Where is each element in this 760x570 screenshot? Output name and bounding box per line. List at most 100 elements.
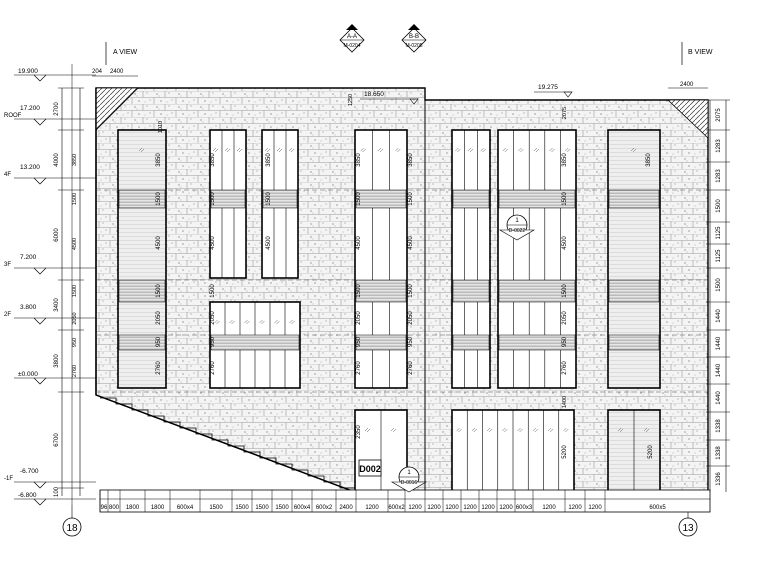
window-9 (451, 409, 575, 493)
window-dim-0-6: 2760 (156, 361, 162, 375)
callout-2-ref: D-0016 (401, 480, 418, 486)
window-dim-4-2: 4500 (408, 236, 414, 250)
level-value-4: 3.800 (20, 304, 37, 311)
window-dim-0-3: 1500 (156, 284, 162, 298)
window-dim-2-1: 1500 (266, 192, 272, 206)
bottom-dim-9: 600x4 (294, 505, 311, 511)
left-dim-5: 6700 (54, 433, 60, 447)
window-dim-1-0: 3850 (210, 153, 216, 167)
window-dim-2075: 2075 (562, 107, 568, 119)
bottom-dim-10: 600x2 (316, 505, 333, 511)
window-dim-1-2: 4500 (210, 236, 216, 250)
grid-label-left: 18 (66, 523, 78, 534)
top-dim-1: 2400 (110, 69, 124, 75)
window-dim-1-5: 950 (210, 336, 216, 347)
left-inner-dim-6: 2760 (72, 365, 78, 377)
window-dim-4-3: 1500 (408, 284, 414, 298)
window-dim-2350: 2350 (356, 425, 362, 439)
window-dim-5-4: 2050 (562, 311, 568, 325)
window-dim-1250: 1250 (348, 94, 354, 106)
window-dim-5-6: 2760 (562, 361, 568, 375)
bottom-dim-3: 1800 (151, 505, 165, 511)
level-label-6: -1F (4, 476, 13, 482)
window-dim-5200-a: 5200 (562, 445, 568, 459)
window-2 (261, 129, 299, 279)
window-dim-5-0: 3850 (562, 153, 568, 167)
window-8 (354, 409, 408, 493)
bottom-dim-0: 96 (101, 505, 108, 511)
window-dim-1-1: 1500 (210, 192, 216, 206)
bottom-dim-15: 1200 (427, 505, 441, 511)
window-dim-3-6: 2760 (356, 361, 362, 375)
bottom-dim-23: 1200 (588, 505, 602, 511)
bottom-dim-12: 1200 (365, 505, 379, 511)
level-marker-5: ±0.000 (14, 371, 96, 385)
bottom-dim-7: 1500 (255, 505, 269, 511)
bottom-dim-8: 1500 (275, 505, 289, 511)
section-aa-bottom: M-0204 (344, 43, 361, 49)
level-value-3: 7.200 (20, 254, 37, 261)
left-dim-3: 3400 (54, 298, 60, 312)
window-5 (451, 129, 491, 389)
right-dim-7: 1440 (716, 309, 722, 323)
bottom-dim-13: 600x2 (388, 505, 405, 511)
door-tag[interactable]: D002 (358, 459, 382, 477)
right-dim-8: 1440 (716, 336, 722, 350)
section-aa-top: A-A (347, 34, 357, 40)
grid-bubble-left[interactable]: 18 (62, 505, 82, 537)
detail-callout-2[interactable]: 1 D-0016 (390, 466, 428, 493)
bottom-dim-18: 1200 (481, 505, 495, 511)
left-inner-dim-5: 950 (72, 338, 78, 347)
bottom-dim-20: 600x3 (516, 505, 533, 511)
bottom-dim-24: 600x5 (649, 505, 666, 511)
window-0 (117, 129, 167, 389)
window-dim-3-0: 3850 (356, 153, 362, 167)
left-dim-2: 6000 (54, 228, 60, 242)
level-value-0: 19.900 (18, 68, 38, 75)
right-dim-0: 2075 (716, 108, 722, 122)
window-dim-1-4: 2050 (210, 311, 216, 325)
spot-level-1: 19.275 (538, 84, 558, 91)
bottom-dim-19: 1200 (499, 505, 513, 511)
right-dim-11: 1338 (716, 419, 722, 433)
section-marker-aa[interactable]: A-A M-0204 (339, 24, 365, 53)
grid-bubble-right[interactable]: 13 (678, 512, 698, 537)
left-dim-6: 100 (54, 486, 60, 497)
right-dim-10: 1440 (716, 391, 722, 405)
left-inner-dim-4: 2050 (72, 312, 78, 324)
window-3 (209, 301, 301, 389)
window-1 (209, 129, 247, 279)
section-marker-bb[interactable]: B-B M-0205 (401, 24, 427, 53)
a-view-label: A VIEW (113, 49, 138, 56)
window-10 (607, 409, 661, 493)
bottom-dim-21: 1200 (542, 505, 556, 511)
window-dim-2-2: 4500 (266, 236, 272, 250)
window-dim-3-2: 4500 (356, 236, 362, 250)
detail-callout-1[interactable]: 1 D-0022 (498, 214, 536, 241)
window-dim-6-0: 3850 (646, 153, 652, 167)
level-value-5: ±0.000 (18, 371, 38, 378)
level-label-1: ROOF (4, 113, 22, 119)
window-dim-5-5: 950 (562, 336, 568, 347)
level-label-2: 4F (4, 172, 11, 178)
window-dim-3-1: 1500 (356, 192, 362, 206)
window-dim-0-0: 3850 (156, 153, 162, 167)
b-view-label: B VIEW (688, 49, 713, 56)
level-markers: 19.90017.200ROOF13.2004F7.2003F3.8002F±0… (4, 68, 96, 506)
window-dim-4-6: 2760 (408, 361, 414, 375)
window-dim-5-2: 4500 (562, 236, 568, 250)
bottom-dim-2: 1800 (126, 505, 140, 511)
bottom-dim-22: 1200 (568, 505, 582, 511)
window-7 (607, 129, 661, 389)
window-dim-4-5: 950 (408, 336, 414, 347)
window-group (117, 129, 661, 493)
window-dim-0-4: 2050 (156, 311, 162, 325)
right-dim-3: 1500 (716, 199, 722, 213)
callout-1-ref: D-0022 (509, 228, 526, 234)
level-value-1: 17.200 (20, 105, 40, 112)
grid-label-right: 13 (682, 523, 694, 534)
